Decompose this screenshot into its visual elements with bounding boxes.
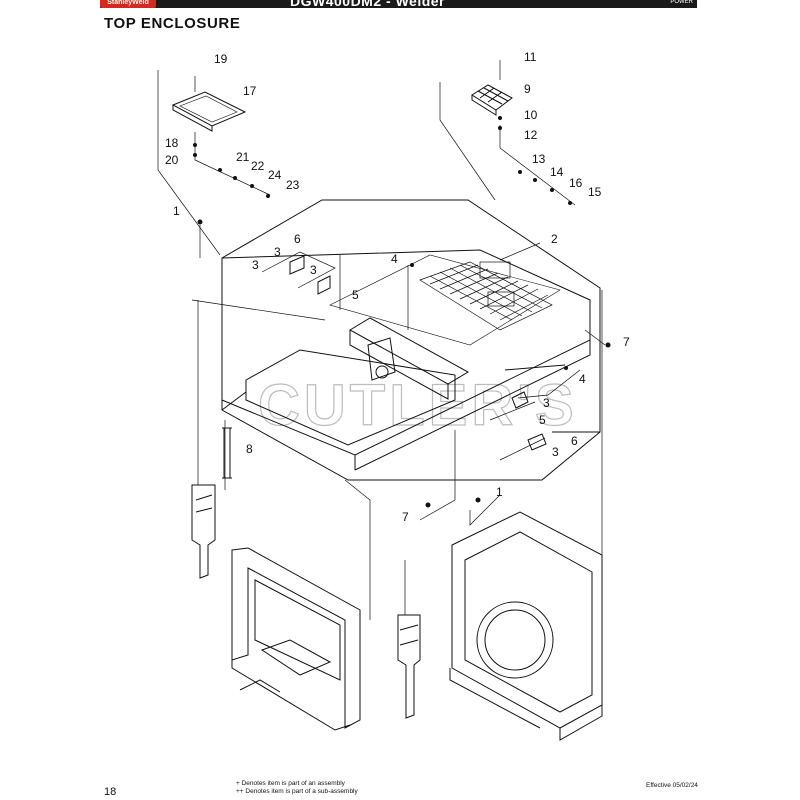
callout-21: 21 — [236, 150, 250, 164]
callout-1-top: 1 — [173, 204, 180, 218]
callout-3-top-b: 3 — [252, 258, 259, 272]
enclosure-roof-panel — [221, 249, 591, 471]
callout-1-bottom: 1 — [496, 485, 503, 499]
vent-grille — [471, 84, 513, 116]
callout-5-top: 5 — [352, 288, 359, 302]
callout-3-right-a: 3 — [543, 396, 550, 410]
callout-15: 15 — [588, 185, 602, 199]
callout-9: 9 — [524, 82, 531, 96]
callout-10: 10 — [524, 108, 538, 122]
roof-vent-grid — [419, 261, 553, 331]
right-bracket-post — [397, 614, 421, 719]
header-bar: StanleyWeld DGW400DM2 - Welder POWER — [100, 0, 697, 9]
support-rod — [222, 427, 232, 479]
footnote-sub-assembly: ++ Denotes item is part of a sub-assembl… — [236, 788, 358, 795]
callout-12: 12 — [524, 128, 538, 142]
callout-16: 16 — [569, 176, 583, 190]
callout-14: 14 — [550, 165, 564, 179]
callout-11: 11 — [524, 50, 537, 64]
callout-22: 22 — [251, 159, 265, 173]
document-title: DGW400DM2 - Welder — [290, 0, 445, 9]
leader-lines — [157, 60, 606, 620]
callout-3-top-a: 3 — [274, 245, 281, 259]
callout-7-right: 7 — [623, 335, 630, 349]
callout-5-right: 5 — [539, 413, 546, 427]
page-number: 18 — [104, 786, 117, 798]
callout-6-right: 6 — [571, 434, 578, 448]
section-title: TOP ENCLOSURE — [104, 15, 241, 32]
callout-24: 24 — [268, 168, 282, 182]
callout-6-top: 6 — [294, 232, 301, 246]
callout-17: 17 — [243, 84, 257, 98]
callout-23: 23 — [286, 178, 300, 192]
callout-8: 8 — [246, 442, 253, 456]
callout-3-right-b: 3 — [552, 445, 559, 459]
callout-3-top-c: 3 — [310, 263, 317, 277]
callout-19: 19 — [214, 52, 228, 66]
roof-hatch — [171, 91, 247, 132]
effective-date: Effective 05/02/24 — [646, 782, 698, 789]
callout-13: 13 — [532, 152, 546, 166]
callout-labels: 19 17 18 20 21 22 24 23 11 9 10 12 13 14… — [165, 50, 630, 524]
fastener-dots — [193, 116, 611, 508]
callout-4-top: 4 — [391, 252, 398, 266]
front-frame — [231, 547, 361, 731]
rear-fan-frame — [449, 511, 603, 741]
footnote-assembly: + Denotes item is part of an assembly — [236, 780, 345, 787]
left-bracket-post — [191, 484, 216, 579]
callout-20: 20 — [165, 153, 179, 167]
callout-2: 2 — [551, 232, 558, 246]
center-frame-bracket — [348, 317, 470, 400]
hinges — [289, 255, 566, 451]
brand-logo: StanleyWeld — [100, 0, 156, 8]
callout-7-bottom: 7 — [402, 510, 409, 524]
callout-18: 18 — [165, 136, 179, 150]
footnotes: + Denotes item is part of an assembly ++… — [236, 780, 358, 796]
power-logo: POWER — [670, 0, 693, 5]
callout-4-right: 4 — [579, 372, 586, 386]
